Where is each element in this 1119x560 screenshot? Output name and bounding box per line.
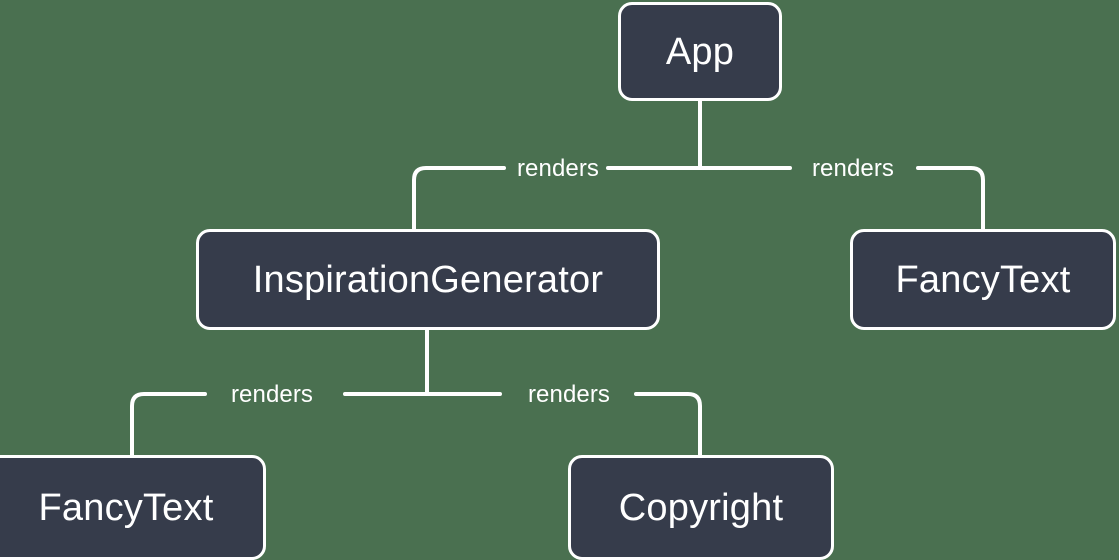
node-copyright[interactable]: Copyright (568, 455, 834, 560)
edge-label-inspirationgenerator-to-copyright: renders (527, 381, 611, 408)
edge-label-inspirationgenerator-to-fancytext: renders (230, 381, 314, 408)
node-fancytext-bottom[interactable]: FancyText (0, 455, 266, 560)
node-app[interactable]: App (618, 2, 782, 101)
node-inspirationgenerator-label: InspirationGenerator (252, 258, 604, 301)
node-copyright-label: Copyright (618, 486, 784, 529)
node-inspirationgenerator[interactable]: InspirationGenerator (196, 229, 660, 330)
node-fancytext-right[interactable]: FancyText (850, 229, 1116, 330)
edge-label-app-to-inspirationgenerator: renders (516, 155, 600, 182)
edge-label-app-to-fancytext-right: renders (811, 155, 895, 182)
node-fancytext-bottom-label: FancyText (38, 486, 214, 529)
node-fancytext-right-label: FancyText (895, 258, 1071, 301)
node-app-label: App (665, 30, 735, 73)
